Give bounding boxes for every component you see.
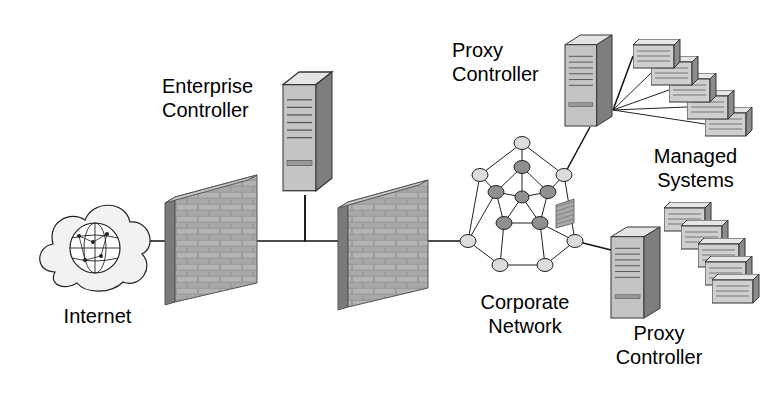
corporate-network: Corporate Network — [460, 135, 590, 350]
node-label: Managed Systems — [628, 144, 763, 192]
firewall — [165, 175, 257, 305]
firewall — [338, 180, 428, 310]
node-label: Proxy Controller — [452, 38, 562, 86]
node-label: Internet — [35, 304, 160, 328]
node-label: Corporate Network — [460, 290, 590, 338]
network-link — [613, 56, 633, 110]
network-graph — [460, 135, 590, 280]
node-label: Enterprise Controller — [162, 74, 277, 122]
managed-systems: Managed Systems — [628, 34, 763, 199]
network-link — [564, 127, 590, 175]
server-icon — [611, 227, 661, 319]
proxy-controller: Proxy Controller — [450, 32, 615, 130]
server-icon — [565, 35, 613, 127]
internet-cloud: Internet — [35, 192, 160, 337]
server-icon — [283, 72, 333, 192]
node-label: Proxy Controller — [603, 321, 715, 369]
proxy-controller: Proxy Controller — [603, 225, 715, 373]
managed-server-stack — [628, 34, 768, 144]
small-firewall — [556, 199, 574, 228]
cloud-icon — [35, 192, 160, 297]
enterprise-controller: Enterprise Controller — [160, 70, 335, 195]
managed-server-group — [664, 202, 759, 303]
